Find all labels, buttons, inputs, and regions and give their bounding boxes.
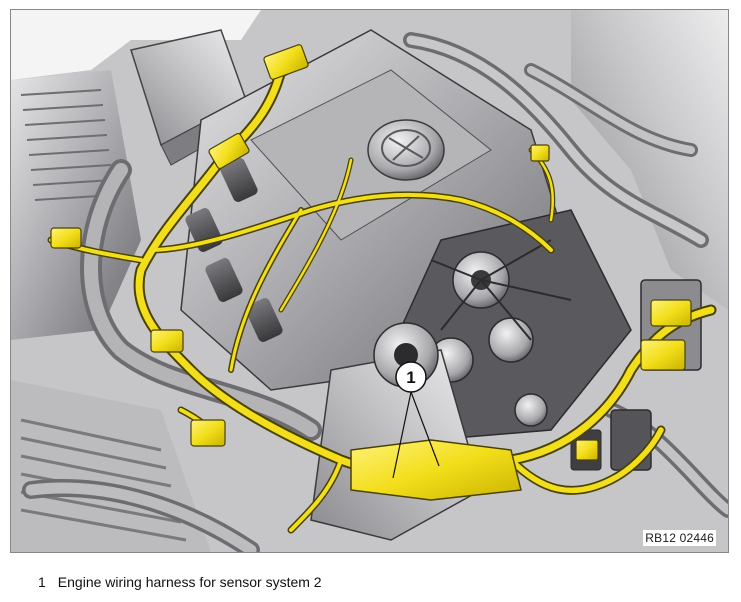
engine-wiring-harness (47, 44, 717, 534)
oil-filler-cap (367, 119, 445, 181)
legend-item-number: 1 (38, 574, 46, 590)
engine-drawing: 1 (11, 10, 728, 552)
callout-number: 1 (406, 368, 415, 387)
callout-marker-1: 1 (395, 361, 427, 393)
figure-legend: 1 Engine wiring harness for sensor syste… (38, 574, 322, 590)
figure-reference-code: RB12 02446 (643, 530, 716, 546)
engine-illustration: 1 RB12 02446 (10, 9, 729, 553)
legend-item-text: Engine wiring harness for sensor system … (57, 574, 322, 590)
coolant-hoses (22, 32, 728, 552)
callout-leader-lines (392, 391, 440, 479)
